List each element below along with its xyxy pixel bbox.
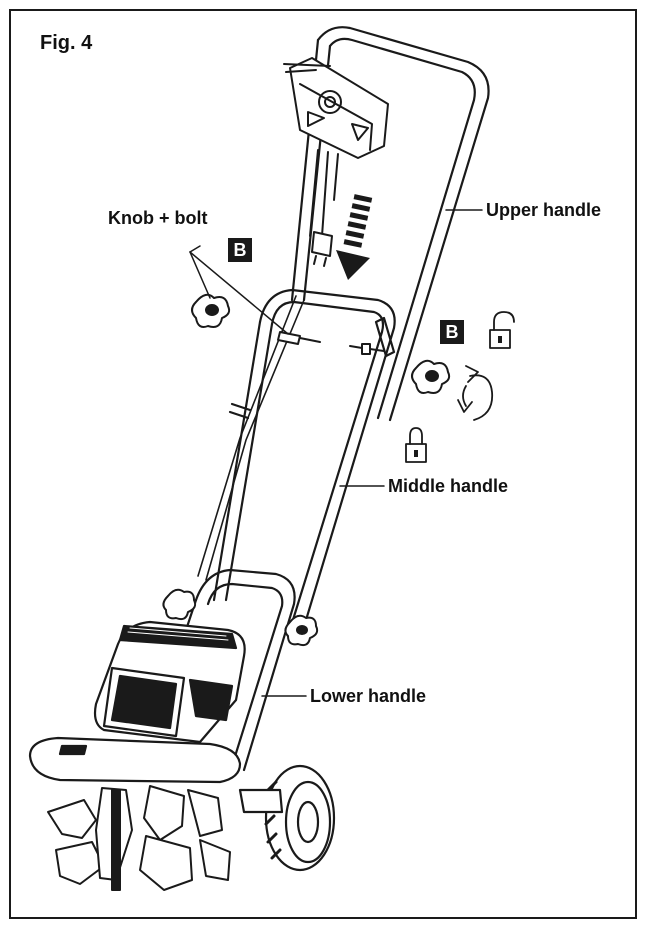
label-knob-bolt: Knob + bolt xyxy=(108,208,208,228)
lock-open-icon xyxy=(489,311,515,349)
leader-lines xyxy=(189,209,483,697)
middle-handle-tube xyxy=(212,288,396,642)
motor-housing xyxy=(93,620,246,744)
power-plug xyxy=(311,231,333,267)
figure-title: Fig. 4 xyxy=(40,32,93,54)
label-lower-handle: Lower handle xyxy=(310,686,427,706)
badge-b-right: B xyxy=(440,320,464,344)
star-knob-icon xyxy=(191,293,231,328)
down-arrow-icon xyxy=(336,194,373,280)
wheel xyxy=(238,764,336,872)
label-middle-handle: Middle handle xyxy=(388,476,509,496)
lock-closed-icon xyxy=(405,427,427,463)
tines xyxy=(47,785,231,891)
badge-b-left: B xyxy=(228,238,252,262)
figure-frame xyxy=(9,9,637,919)
tine-shield xyxy=(28,736,242,784)
star-knob-right-icon xyxy=(411,359,451,394)
rotate-arrows-icon xyxy=(457,365,494,421)
cable xyxy=(197,295,305,581)
label-upper-handle: Upper handle xyxy=(486,200,602,220)
lower-knob-right xyxy=(284,614,319,647)
lower-knob-left xyxy=(162,588,197,621)
bolt-hardware xyxy=(277,331,385,355)
switch-box xyxy=(283,57,389,237)
